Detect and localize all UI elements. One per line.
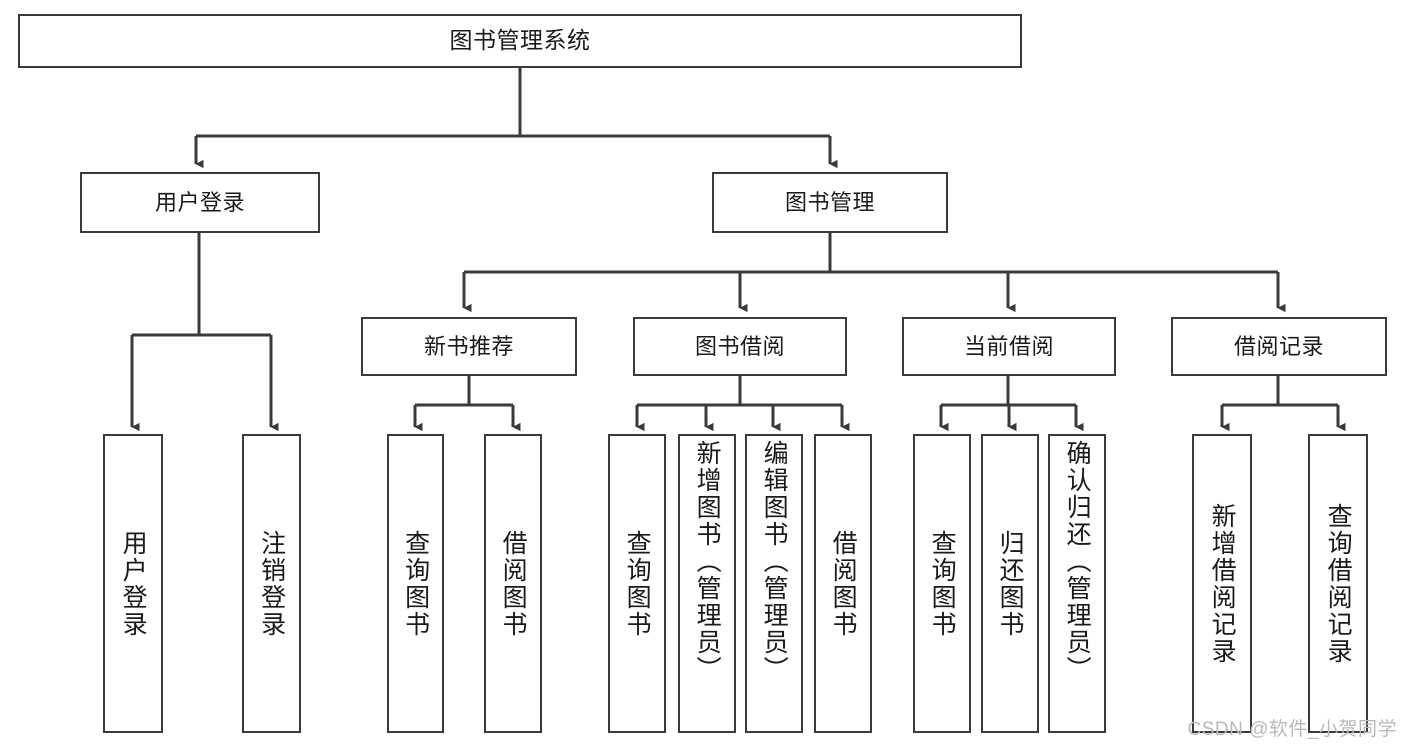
leaf-user-login-logout[interactable]: 注销登录 [242, 434, 301, 733]
node-label: 查询图书 [623, 529, 652, 638]
node-label: 编辑图书（管理员） [760, 440, 789, 683]
node-label: 借阅图书 [499, 529, 528, 638]
node-label: 注销登录 [257, 529, 286, 638]
node-label: 归还图书 [996, 529, 1025, 638]
node-label: 查询图书 [928, 529, 957, 638]
node-label: 查询借阅记录 [1324, 502, 1353, 665]
node-book-borrow[interactable]: 图书借阅 [633, 317, 847, 376]
leaf-borrow-record-add[interactable]: 新增借阅记录 [1192, 434, 1252, 733]
csdn-watermark: CSDN @软件_小贺同学 [1187, 719, 1397, 740]
leaf-current-borrow-query[interactable]: 查询图书 [913, 434, 971, 733]
node-label: 用户登录 [119, 529, 148, 638]
node-book-management[interactable]: 图书管理 [712, 172, 948, 233]
node-label: 新书推荐 [423, 333, 514, 359]
leaf-borrow-record-query[interactable]: 查询借阅记录 [1308, 434, 1368, 733]
node-label: 新增借阅记录 [1208, 502, 1237, 665]
node-label: 新增图书（管理员） [693, 440, 722, 683]
leaf-current-borrow-confirm-return[interactable]: 确认归还（管理员） [1048, 434, 1106, 733]
leaf-book-borrow-borrow[interactable]: 借阅图书 [814, 434, 872, 733]
node-label: 用户登录 [154, 189, 245, 215]
leaf-user-login-login[interactable]: 用户登录 [103, 434, 163, 733]
node-current-borrow[interactable]: 当前借阅 [902, 317, 1116, 376]
leaf-book-borrow-edit[interactable]: 编辑图书（管理员） [745, 434, 803, 733]
node-user-login[interactable]: 用户登录 [80, 172, 320, 233]
leaf-book-borrow-query[interactable]: 查询图书 [608, 434, 666, 733]
node-label: 当前借阅 [963, 333, 1054, 359]
node-root-system[interactable]: 图书管理系统 [18, 14, 1022, 68]
node-label: 借阅图书 [829, 529, 858, 638]
node-label: 借阅记录 [1233, 333, 1324, 359]
leaf-new-book-query[interactable]: 查询图书 [387, 434, 444, 733]
node-borrow-record[interactable]: 借阅记录 [1171, 317, 1387, 376]
leaf-current-borrow-return[interactable]: 归还图书 [981, 434, 1039, 733]
leaf-book-borrow-add[interactable]: 新增图书（管理员） [678, 434, 736, 733]
node-label: 查询图书 [401, 529, 430, 638]
node-label: 图书管理 [784, 189, 875, 215]
node-label: 图书借阅 [694, 333, 785, 359]
leaf-new-book-borrow[interactable]: 借阅图书 [484, 434, 542, 733]
node-new-book-recommend[interactable]: 新书推荐 [361, 317, 577, 376]
node-label: 确认归还（管理员） [1063, 440, 1092, 683]
node-label: 图书管理系统 [449, 27, 591, 54]
